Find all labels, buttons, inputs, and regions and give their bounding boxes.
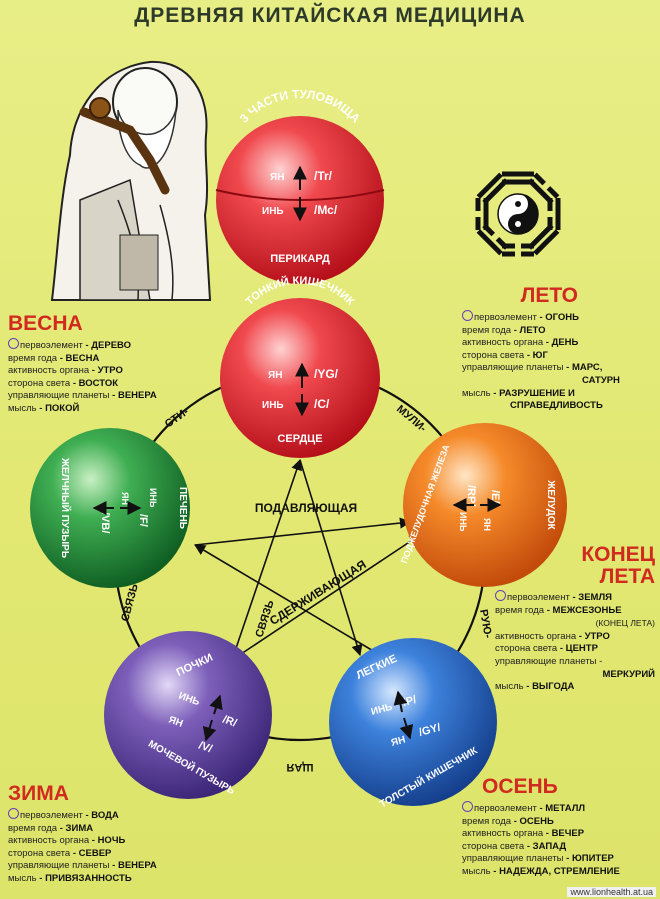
spring-heading: ВЕСНА xyxy=(8,312,83,335)
autumn-heading: ОСЕНЬ xyxy=(482,775,558,798)
label-suppressing: ПОДАВЛЯЮЩАЯ xyxy=(255,501,357,515)
bagua-yin-yang-icon xyxy=(475,171,561,257)
svg-text:ПЕРИКАРД: ПЕРИКАРД xyxy=(270,253,330,265)
svg-text:ЯН: ЯН xyxy=(270,172,284,183)
summer-heading: ЛЕТО xyxy=(520,284,578,307)
sphere-small-intestine-heart: ТОНКИЙ КИШЕЧНИК ЯН /YG/ ИНЬ /C/ СЕРДЦЕ xyxy=(220,275,380,458)
svg-text:ИНЬ: ИНЬ xyxy=(148,488,158,508)
sphere-kidneys-bladder: ПОЧКИ МОЧЕВОЙ ПУЗЫРЬ ИНЬ /R/ ЯН /V/ xyxy=(104,631,272,799)
winter-heading: ЗИМА xyxy=(8,782,69,805)
svg-text:/VB/: /VB/ xyxy=(99,512,111,533)
svg-text:/F/: /F/ xyxy=(137,514,149,527)
svg-text:ИНЬ: ИНЬ xyxy=(458,512,468,532)
spring-info: ВЕСНА первоэлемент - ДЕРЕВО время года -… xyxy=(8,312,157,414)
svg-text:ИНЬ: ИНЬ xyxy=(262,400,284,411)
svg-text:ЯН: ЯН xyxy=(167,714,184,729)
svg-text:ЖЕЛЧНЫЙ ПУЗЫРЬ: ЖЕЛЧНЫЙ ПУЗЫРЬ xyxy=(59,457,72,558)
sphere-three-parts-pericardium: 3 ЧАСТИ ТУЛОВИЩА ЯН /Tr/ ИНЬ /Мс/ ПЕРИКА… xyxy=(215,87,385,284)
ring-label-shaya: ЩАЯ xyxy=(286,761,313,773)
svg-text:ЯН: ЯН xyxy=(268,370,282,381)
sphere-gallbladder-liver: ЖЕЛЧНЫЙ ПУЗЫРЬ ПЕЧЕНЬ ЯН /VB/ ИНЬ /F/ xyxy=(30,428,190,588)
svg-text:СЕРДЦЕ: СЕРДЦЕ xyxy=(277,433,322,445)
sage-illustration xyxy=(50,60,212,301)
svg-text:ЖЕЛУДОК: ЖЕЛУДОК xyxy=(545,479,556,530)
svg-text:ЯН: ЯН xyxy=(120,492,130,505)
svg-text:/C/: /C/ xyxy=(314,397,330,411)
controlling-star xyxy=(194,458,421,661)
autumn-info: ОСЕНЬ первоэлемент - МЕТАЛЛ время года -… xyxy=(462,775,620,877)
svg-text:/RP/: /RP/ xyxy=(465,485,477,506)
sphere-stomach-pancreas: ЖЕЛУДОК ПОДЖЕЛУДОЧНАЯ ЖЕЛЕЗА ЯН /E/ ИНЬ … xyxy=(399,423,567,587)
svg-text:/V/: /V/ xyxy=(197,740,214,756)
svg-text:/YG/: /YG/ xyxy=(314,367,339,381)
summer-info: ЛЕТО первоэлемент - ОГОНЬ время года - Л… xyxy=(462,284,648,413)
ring-label-svyaz-left: СВЯЗЬ xyxy=(119,583,141,623)
svg-text:ИНЬ: ИНЬ xyxy=(370,702,394,718)
circle-marker-icon xyxy=(495,590,506,601)
circle-marker-icon xyxy=(462,801,473,812)
watermark-url: www.lionhealth.at.ua xyxy=(567,887,656,897)
svg-text:ЯН: ЯН xyxy=(482,518,492,531)
svg-text:/GY/: /GY/ xyxy=(418,722,442,739)
svg-text:ИНЬ: ИНЬ xyxy=(262,206,284,217)
svg-text:/R/: /R/ xyxy=(221,714,238,730)
svg-text:/Мс/: /Мс/ xyxy=(314,203,338,217)
poster-title: ДРЕВНЯЯ КИТАЙСКАЯ МЕДИЦИНА xyxy=(134,4,526,27)
svg-text:ПЕЧЕНЬ: ПЕЧЕНЬ xyxy=(177,487,188,529)
circle-marker-icon xyxy=(462,310,473,321)
circle-marker-icon xyxy=(8,338,19,349)
ring-label-ruyu: РУЮ- xyxy=(477,608,494,639)
svg-text:/E/: /E/ xyxy=(489,490,501,503)
circle-marker-icon xyxy=(8,808,19,819)
svg-text:/Tr/: /Tr/ xyxy=(314,169,333,183)
winter-info: ЗИМА первоэлемент - ВОДА время года - ЗИ… xyxy=(8,782,157,884)
